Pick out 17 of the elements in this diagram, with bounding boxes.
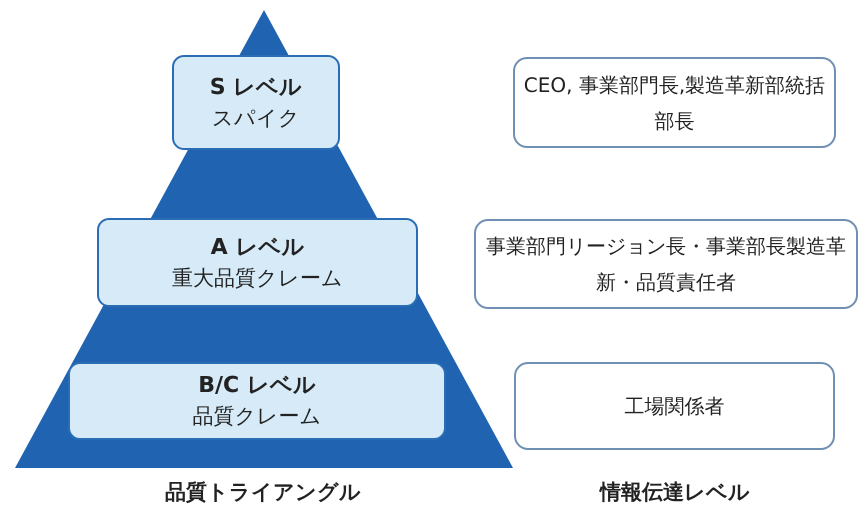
level-box	[68, 362, 446, 440]
level-heading: A レベル	[210, 234, 304, 262]
level-box	[172, 55, 340, 150]
level-heading: B/C レベル	[198, 372, 316, 400]
audience-text: CEO, 事業部門長,製造革新部統括部長	[522, 72, 826, 134]
audience-text: 工場関係者	[624, 393, 724, 420]
level-heading: S レベル	[210, 74, 302, 102]
audience-text: 事業部門リージョン長・事業部長製造革新・品質責任者	[485, 233, 847, 296]
level-description: 重大品質クレーム	[172, 264, 343, 292]
level-description: スパイク	[212, 104, 300, 132]
caption-label: 品質トライアングル	[165, 479, 361, 506]
level-description: 品質クレーム	[192, 403, 322, 430]
level-box	[97, 218, 418, 307]
audience-box	[514, 362, 835, 450]
audience-box	[474, 219, 858, 309]
audience-box	[513, 57, 836, 148]
caption-label: 情報伝達レベル	[600, 479, 750, 506]
